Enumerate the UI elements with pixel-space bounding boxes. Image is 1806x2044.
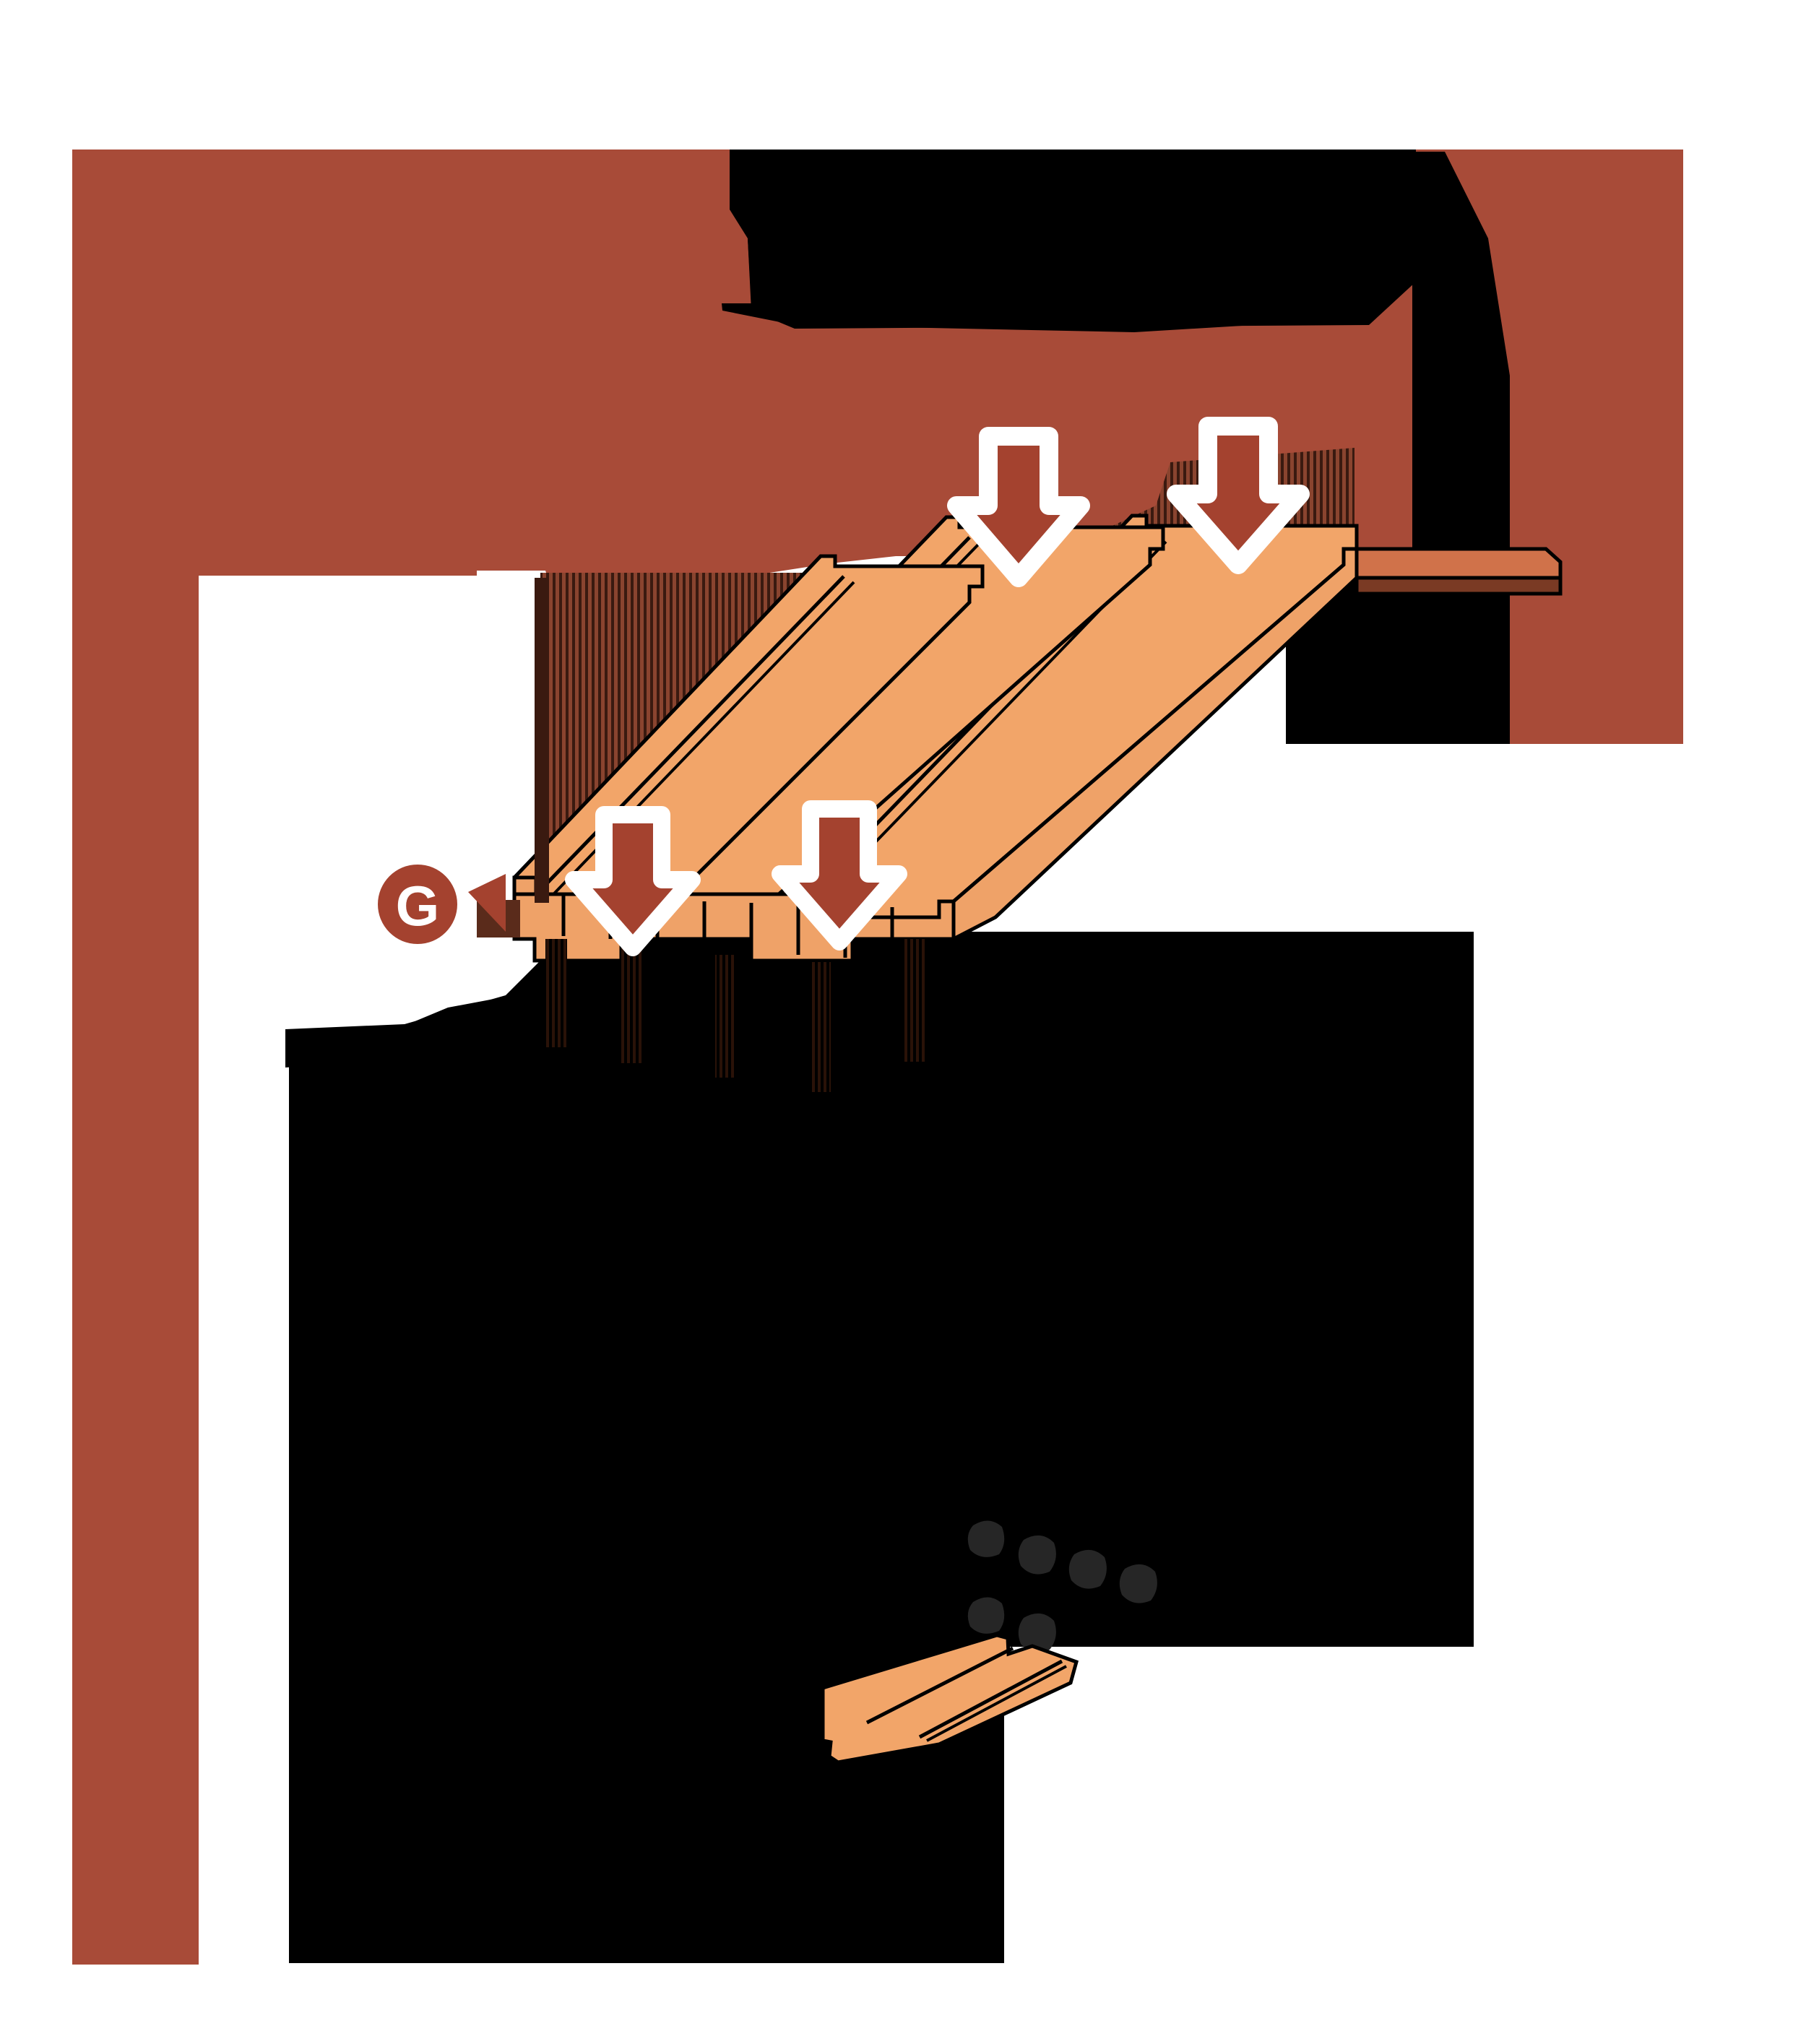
redacted-body-text-block <box>285 930 1474 1963</box>
joist-shadow-columns <box>545 939 925 1092</box>
callout-label: G <box>396 874 440 937</box>
arrow-board-back-right <box>772 800 907 950</box>
redacted-side-note <box>1286 152 1510 744</box>
callout-circle <box>378 865 457 944</box>
marker-dots <box>967 1520 1157 1653</box>
foreground-trim <box>535 578 549 903</box>
detail-plank-inset <box>821 1633 1079 1764</box>
step-callout-g[interactable]: G <box>378 865 506 944</box>
callout-pointer <box>468 874 506 932</box>
arrow-board-front-right <box>1167 417 1310 574</box>
redacted-heading-block <box>719 150 1416 332</box>
arrow-board-back-left <box>565 806 701 956</box>
arrow-board-front-left <box>947 427 1090 587</box>
left-red-column <box>72 571 199 1965</box>
installation-arrows <box>565 417 1310 956</box>
